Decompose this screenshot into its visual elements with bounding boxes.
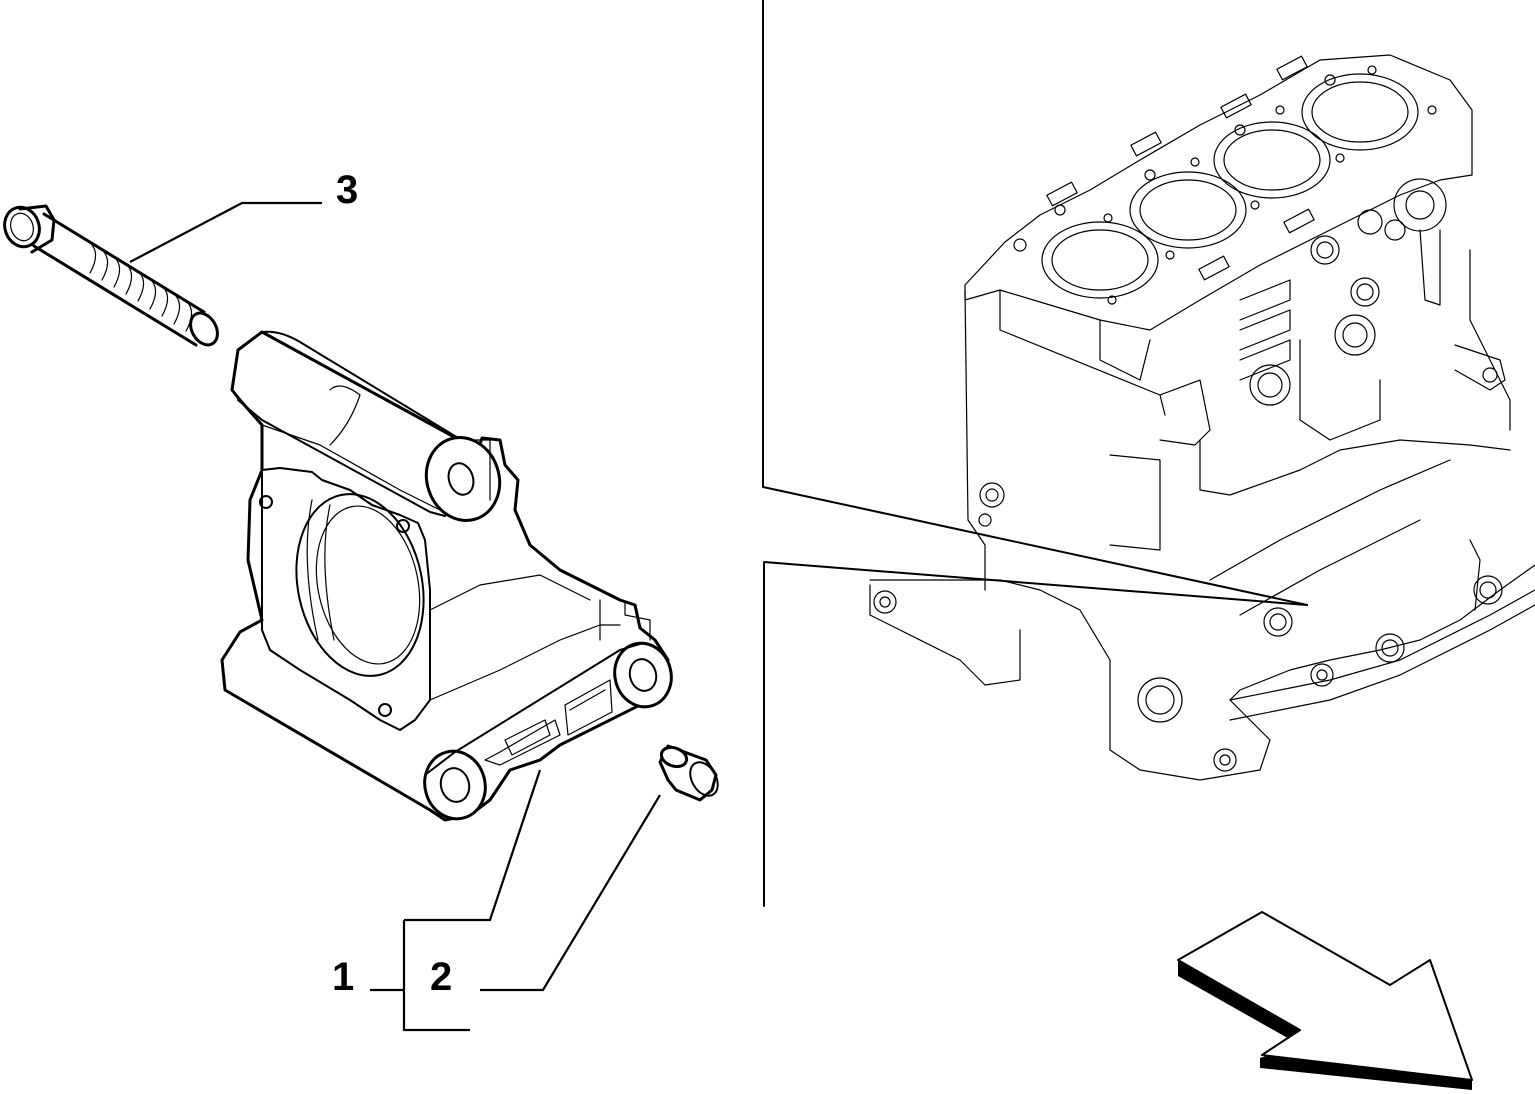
leader-2 xyxy=(480,794,661,992)
leader-1 xyxy=(404,769,542,922)
bush-part-2 xyxy=(658,744,719,802)
deck-bolt-holes xyxy=(1013,65,1437,305)
callout-label-2: 2 xyxy=(430,955,452,999)
cylinder-bore-3 xyxy=(1213,121,1331,199)
engine-block-context xyxy=(869,54,1535,781)
context-divider xyxy=(762,0,1308,907)
cylinder-bore-4 xyxy=(1301,73,1419,151)
leader-1-bracket xyxy=(402,920,470,1032)
bolt-part-3 xyxy=(3,204,219,347)
callout-leaders xyxy=(129,201,661,1032)
callout-label-1: 1 xyxy=(332,955,354,999)
callouts: 3 1 2 xyxy=(332,168,452,999)
cylinder-bore-2 xyxy=(1129,171,1247,249)
cylinder-bore-1 xyxy=(1041,221,1159,299)
bolt-threads xyxy=(89,244,193,332)
leader-3 xyxy=(129,201,322,263)
housing-part-1 xyxy=(220,330,673,822)
callout-label-3: 3 xyxy=(336,168,358,212)
direction-arrow-icon xyxy=(1177,911,1473,1090)
